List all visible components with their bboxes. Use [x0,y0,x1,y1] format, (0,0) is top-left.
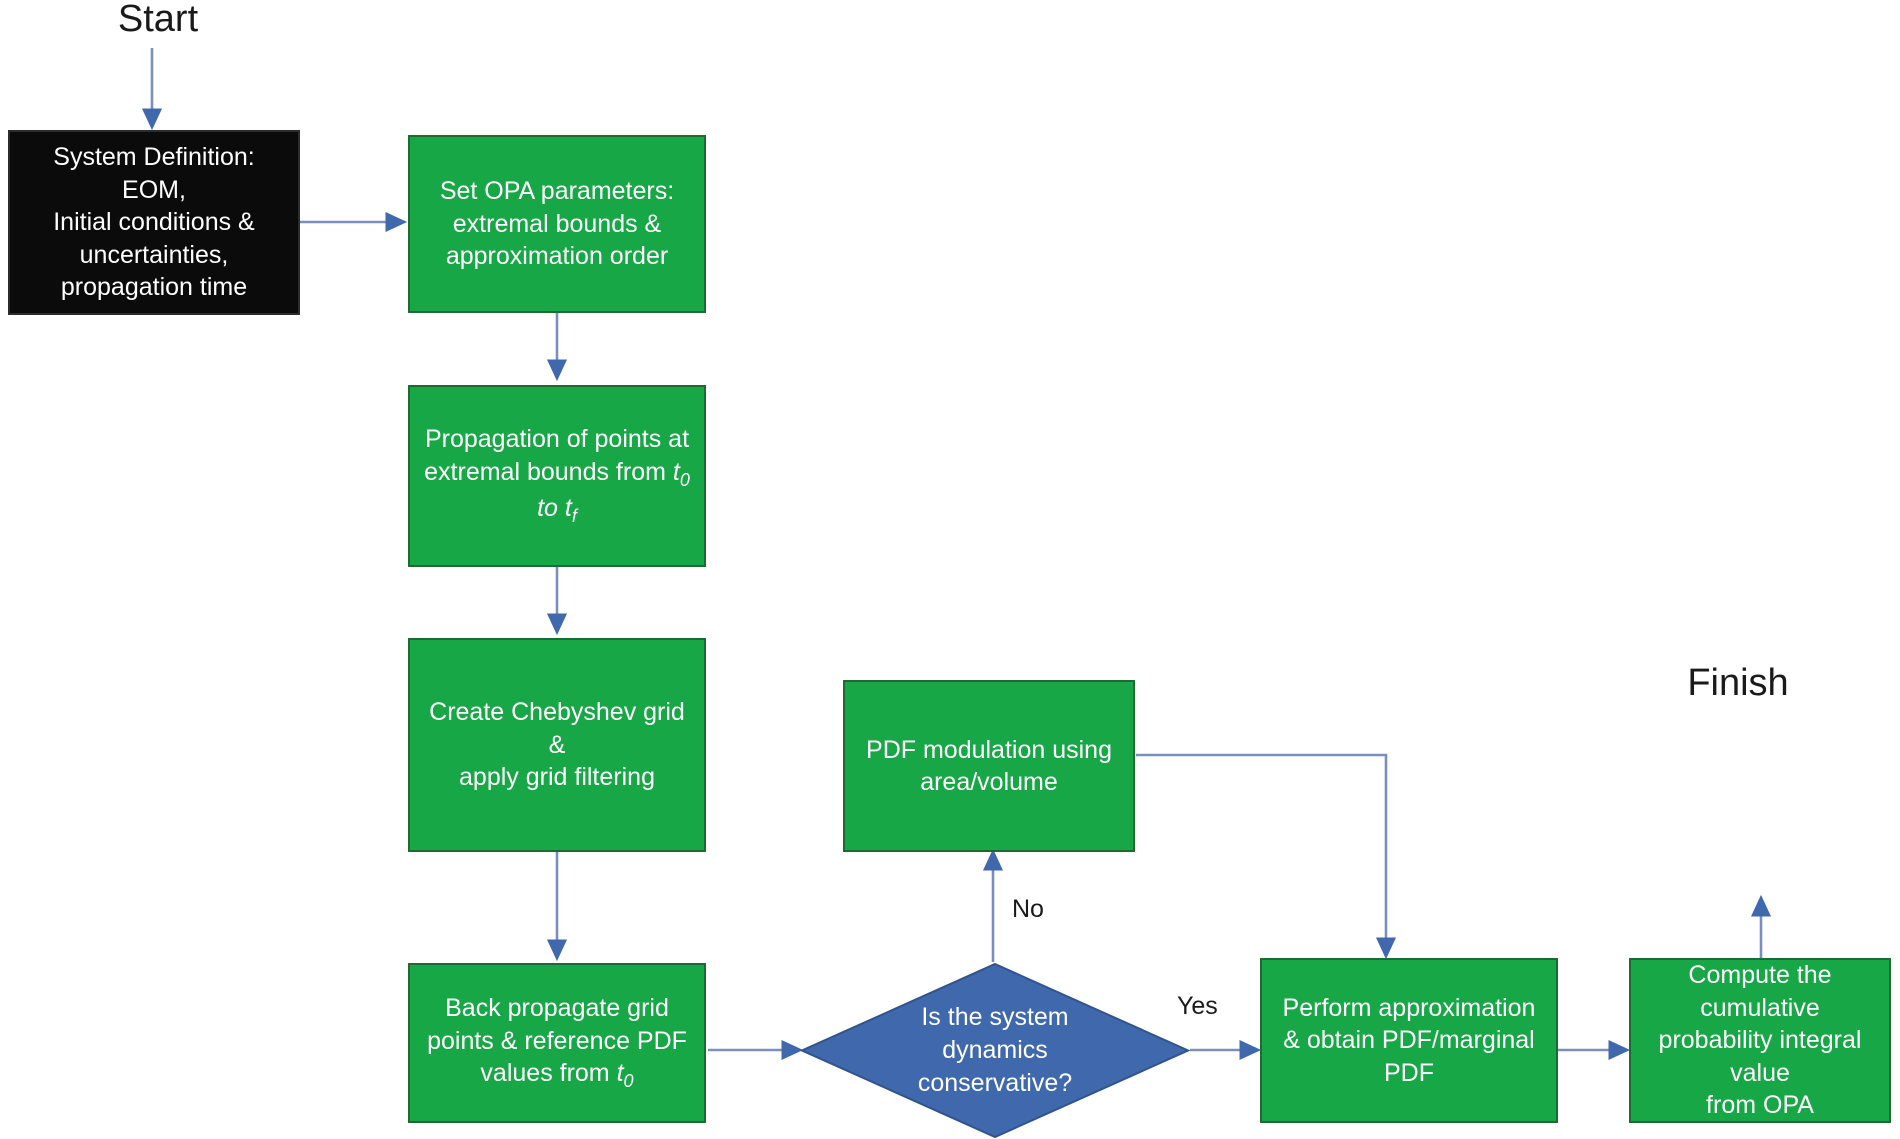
node-back-propagate-grid-text: Back propagate grid points & reference P… [427,994,687,1092]
node-set-opa-parameters[interactable]: Set OPA parameters: extremal bounds & ap… [408,135,706,313]
node-compute-cumulative[interactable]: Compute the cumulative probability integ… [1629,958,1891,1123]
edge-pdf-modulation-to-perform-approximation [1136,753,1397,960]
node-system-definition[interactable]: System Definition: EOM, Initial conditio… [8,130,300,315]
node-perform-approximation[interactable]: Perform approximation & obtain PDF/margi… [1260,958,1558,1123]
subscript-t-zero-2: 0 [623,1071,634,1092]
node-back-propagate-grid[interactable]: Back propagate grid points & reference P… [408,963,706,1123]
node-compute-cumulative-text: Compute the cumulative probability integ… [1658,961,1862,1120]
decision-diamond-shape [799,962,1191,1139]
node-propagation-of-points[interactable]: Propagation of points at extremal bounds… [408,385,706,567]
node-pdf-modulation-text: PDF modulation using area/volume [866,735,1112,797]
node-perform-approximation-text: Perform approximation & obtain PDF/margi… [1282,993,1536,1087]
subscript-t-zero: 0 [679,469,690,490]
edge-label-no: No [1012,895,1044,923]
node-system-dynamics-conservative[interactable]: Is the system dynamics conservative? [799,962,1191,1139]
edge-label-yes: Yes [1177,992,1218,1020]
node-create-chebyshev-grid[interactable]: Create Chebyshev grid & apply grid filte… [408,638,706,852]
node-system-definition-text: System Definition: EOM, Initial conditio… [53,143,255,302]
node-set-opa-parameters-text: Set OPA parameters: extremal bounds & ap… [439,177,675,271]
finish-label: Finish [1687,662,1789,704]
node-propagation-of-points-text: Propagation of points at extremal bounds… [424,425,690,527]
subscript-t-final: f [571,506,577,527]
node-pdf-modulation[interactable]: PDF modulation using area/volume [843,680,1135,852]
start-label: Start [117,0,199,40]
node-create-chebyshev-grid-text: Create Chebyshev grid & apply grid filte… [429,698,685,792]
